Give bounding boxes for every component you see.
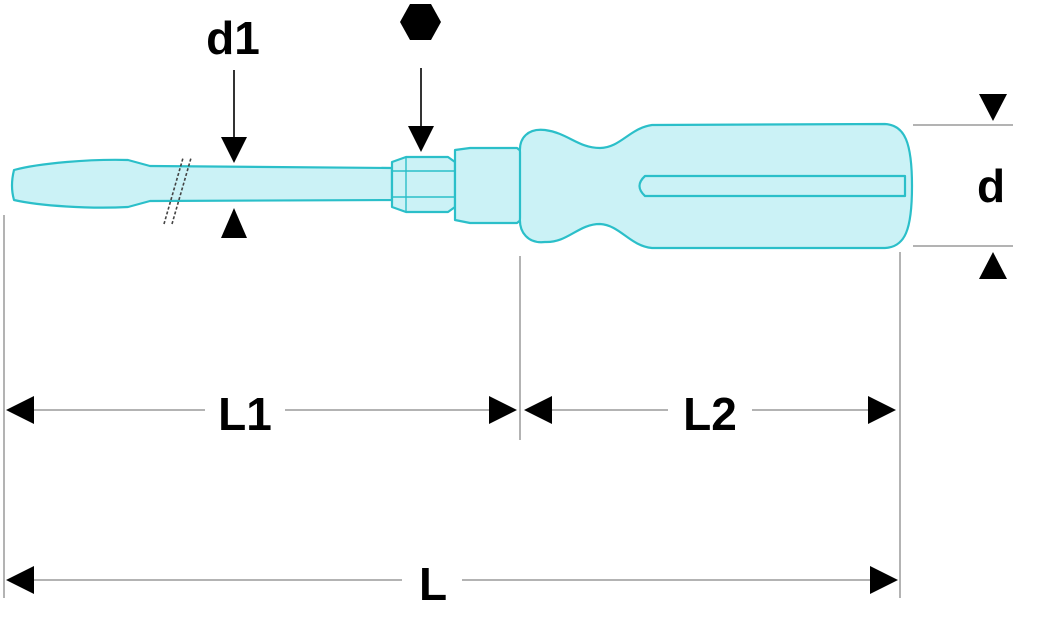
l2-arrow-left	[524, 396, 552, 424]
d1-arrow-up	[221, 208, 247, 238]
l2-dimension: L2	[524, 388, 896, 440]
l-arrow-left	[6, 566, 34, 594]
d1-label: d1	[206, 12, 260, 64]
handle-collar	[453, 146, 524, 225]
d1-dimension: d1	[206, 12, 260, 238]
l-label: L	[419, 558, 447, 610]
screwdriver	[10, 122, 914, 250]
d-dimension: d	[977, 94, 1007, 279]
d-label: d	[977, 160, 1005, 212]
shank-break-mark	[163, 157, 192, 225]
l1-arrow-left	[6, 396, 34, 424]
l1-arrow-right	[489, 396, 517, 424]
hex-bolster	[390, 155, 457, 214]
hexagon-icon	[400, 4, 441, 152]
d-arrow-up	[979, 252, 1007, 279]
l-dimension: L	[6, 558, 898, 610]
d1-arrow-down	[221, 137, 247, 163]
blade-shank	[10, 158, 394, 209]
l2-arrow-right	[868, 396, 896, 424]
hex-arrow-down	[408, 126, 434, 152]
l1-dimension: L1	[6, 388, 517, 440]
d-arrow-down	[979, 94, 1007, 121]
l-arrow-right	[870, 566, 898, 594]
l2-label: L2	[683, 388, 737, 440]
l1-label: L1	[218, 388, 272, 440]
extension-lines	[3, 124, 1013, 598]
handle-groove	[638, 174, 907, 198]
